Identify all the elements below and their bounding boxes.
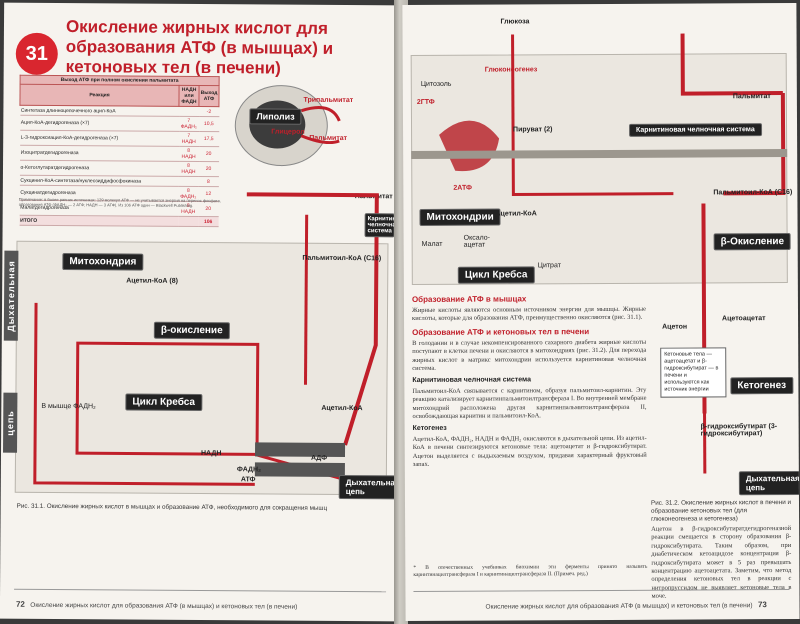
ketogenesis-label: Кетогенез [730,376,794,395]
acetyl-coa-label: Ацетил-КоА [321,404,363,413]
adp-label: АДФ [310,454,328,462]
cofactor-cell: 8 НАДН [178,161,199,177]
liver-pathway-arrows [411,33,788,474]
pyruvate-label: Пируват (2) [513,126,553,134]
muscle-fadh2-label: В мышце ФАДН₂ [41,402,96,411]
acetoacetate-label: Ацетоацетат [722,315,766,323]
two-atp-label: 2АТФ [453,184,472,192]
section-text: Жирные кислоты являются основным источни… [411,305,647,323]
right-page: Глюкоза Глюконеогенез Цитозоль 2ГТФ 2АТФ… [402,2,800,622]
footer-text-left: Окисление жирных кислот для образования … [30,601,298,611]
table-row: L-3-гидроксиацил-КоА-дегидрогеназа (×7)7… [19,130,219,147]
krebs-cycle-label-right: Цикл Кребса [457,266,535,284]
resp-chain-label: Дыхательная цепь [338,474,401,500]
resp-chain-label-right: Дыхательная цепь [738,470,800,496]
carnitine-shuttle-label-right: Карнитиновая челночная система [629,123,762,137]
subsection-heading: Кетогенез [412,425,447,433]
atp-cell: -2 [198,106,219,117]
left-page: 31 Окисление жирных кислот для образован… [0,2,401,622]
table-header: НАДН или ФАДН [178,85,200,107]
palmitoyl-coa-label-right: Пальмитоил-КоА (C16) [713,188,793,197]
figure-caption-left: Рис. 31.1. Окисление жирных кислот в мыш… [16,502,328,512]
mitochondrion-label: Митохондрия [62,253,144,271]
triglyceride-label: Трипальмитат [303,96,354,105]
lipolysis-label: Липолиз [249,108,302,125]
ketone-bodies-box: Кетоновые тела — ацетоацетат и β-гидрокс… [660,347,727,398]
pathway-arrows [33,192,379,487]
subsection-text: Пальмитоил-КоА связывается с карнитином,… [412,386,647,421]
atp-label: АТФ [240,476,256,484]
footer-right: Окисление жирных кислот для образования … [486,600,767,610]
figure-caption-right: Рис. 31.2. Окисление жирных кислот в печ… [650,499,792,523]
resp-chain-side-tab-top: Дыхательная [3,250,19,341]
atp-cell: 20 [198,161,219,177]
beta-oxidation-label-right: β-Окисление [713,233,792,251]
oxaloacetate-label: Оксало-ацетат [463,234,491,249]
footer-divider-left [14,588,387,593]
acetone-label: Ацетон [662,323,688,331]
page-number-left: 72 [15,599,25,609]
glucose-label: Глюкоза [500,18,530,26]
nadh-label: НАДН [200,450,222,458]
cofactor-cell: 7 ФАДН₂ [178,116,199,132]
krebs-cycle-label: Цикл Кребса [125,393,203,412]
carnitine-shuttle-label: Карнитиновая челночная система [364,213,400,238]
atp-cell: 17,5 [198,131,219,147]
section-heading: Образование АТФ в мышцах [411,294,527,304]
reaction-cell: α-Кетоглутаратдегидрогеназа [19,160,179,177]
footer-left: 72 Окисление жирных кислот для образован… [16,600,297,611]
subsection-heading: Карнитиновая челночная система [412,376,532,385]
cofactor-cell [178,106,199,117]
reaction-cell: Изоцитратдегидрогеназа [19,145,179,162]
subsection-text: Ацетил-КоА, ФАДН₂, НАДН и ФАДН₂ окисляют… [412,434,647,469]
fadh2-label: ФАДН₂ [236,466,262,474]
cytosol-label: Цитозоль [420,80,452,88]
cofactor-cell: 7 НАДН [178,131,199,147]
atp-cell: 20 [198,146,219,162]
table-header: Выход АТФ [198,85,220,107]
beta-oxidation-label: β-окисление [153,321,230,340]
footnote: * В отечественных учебниках биохимии эти… [413,563,648,578]
palmitate-label-top: Пальмитат [309,134,348,143]
gluconeogenesis-label: Глюконеогенез [484,66,538,74]
palmitoyl-coa-label: Пальмитоил-КоА (C16) [302,254,382,263]
acetyl-coa-label-right: Ацетил-КоА [495,210,537,218]
adipocyte-illustration [234,85,341,167]
chapter-number-badge: 31 [15,32,58,76]
citrate-label: Цитрат [537,262,561,270]
reaction-cell: L-3-гидроксиацил-КоА-дегидрогеназа (×7) [19,130,179,147]
chapter-title: Окисление жирных кислот для образования … [65,17,334,78]
reaction-cell: Ацил-КоА-дегидрогеназа (×7) [19,115,179,132]
resp-chain-side-tab-bottom: цепь [3,392,18,453]
acetyl-coa-8-label: Ацетил-КоА (8) [126,277,179,285]
table-header: Реакция [19,84,180,107]
bhb-label: β-гидроксибутират (3-гидроксибутират) [700,423,778,438]
section-text: В голодании и в случае некомпенсированно… [412,338,647,373]
mitochondria-label: Митохондрии [419,208,501,226]
malate-label: Малат [421,240,443,248]
footer-text-right: Окисление жирных кислот для образования … [485,602,753,611]
main-text-column: Образование АТФ в мышцах Жирные кислоты … [412,290,647,470]
two-gtp-label: 2ГТФ [416,98,435,106]
cofactor-cell: 8 НАДН [178,146,199,162]
atp-cell: 10,5 [198,116,219,132]
glycerol-label: Глицерол [271,128,305,136]
page-number-right: 73 [757,600,767,610]
section-heading: Образование АТФ и кетоновых тел в печени [412,326,590,337]
palmitate-label-right: Пальмитат [732,93,771,101]
